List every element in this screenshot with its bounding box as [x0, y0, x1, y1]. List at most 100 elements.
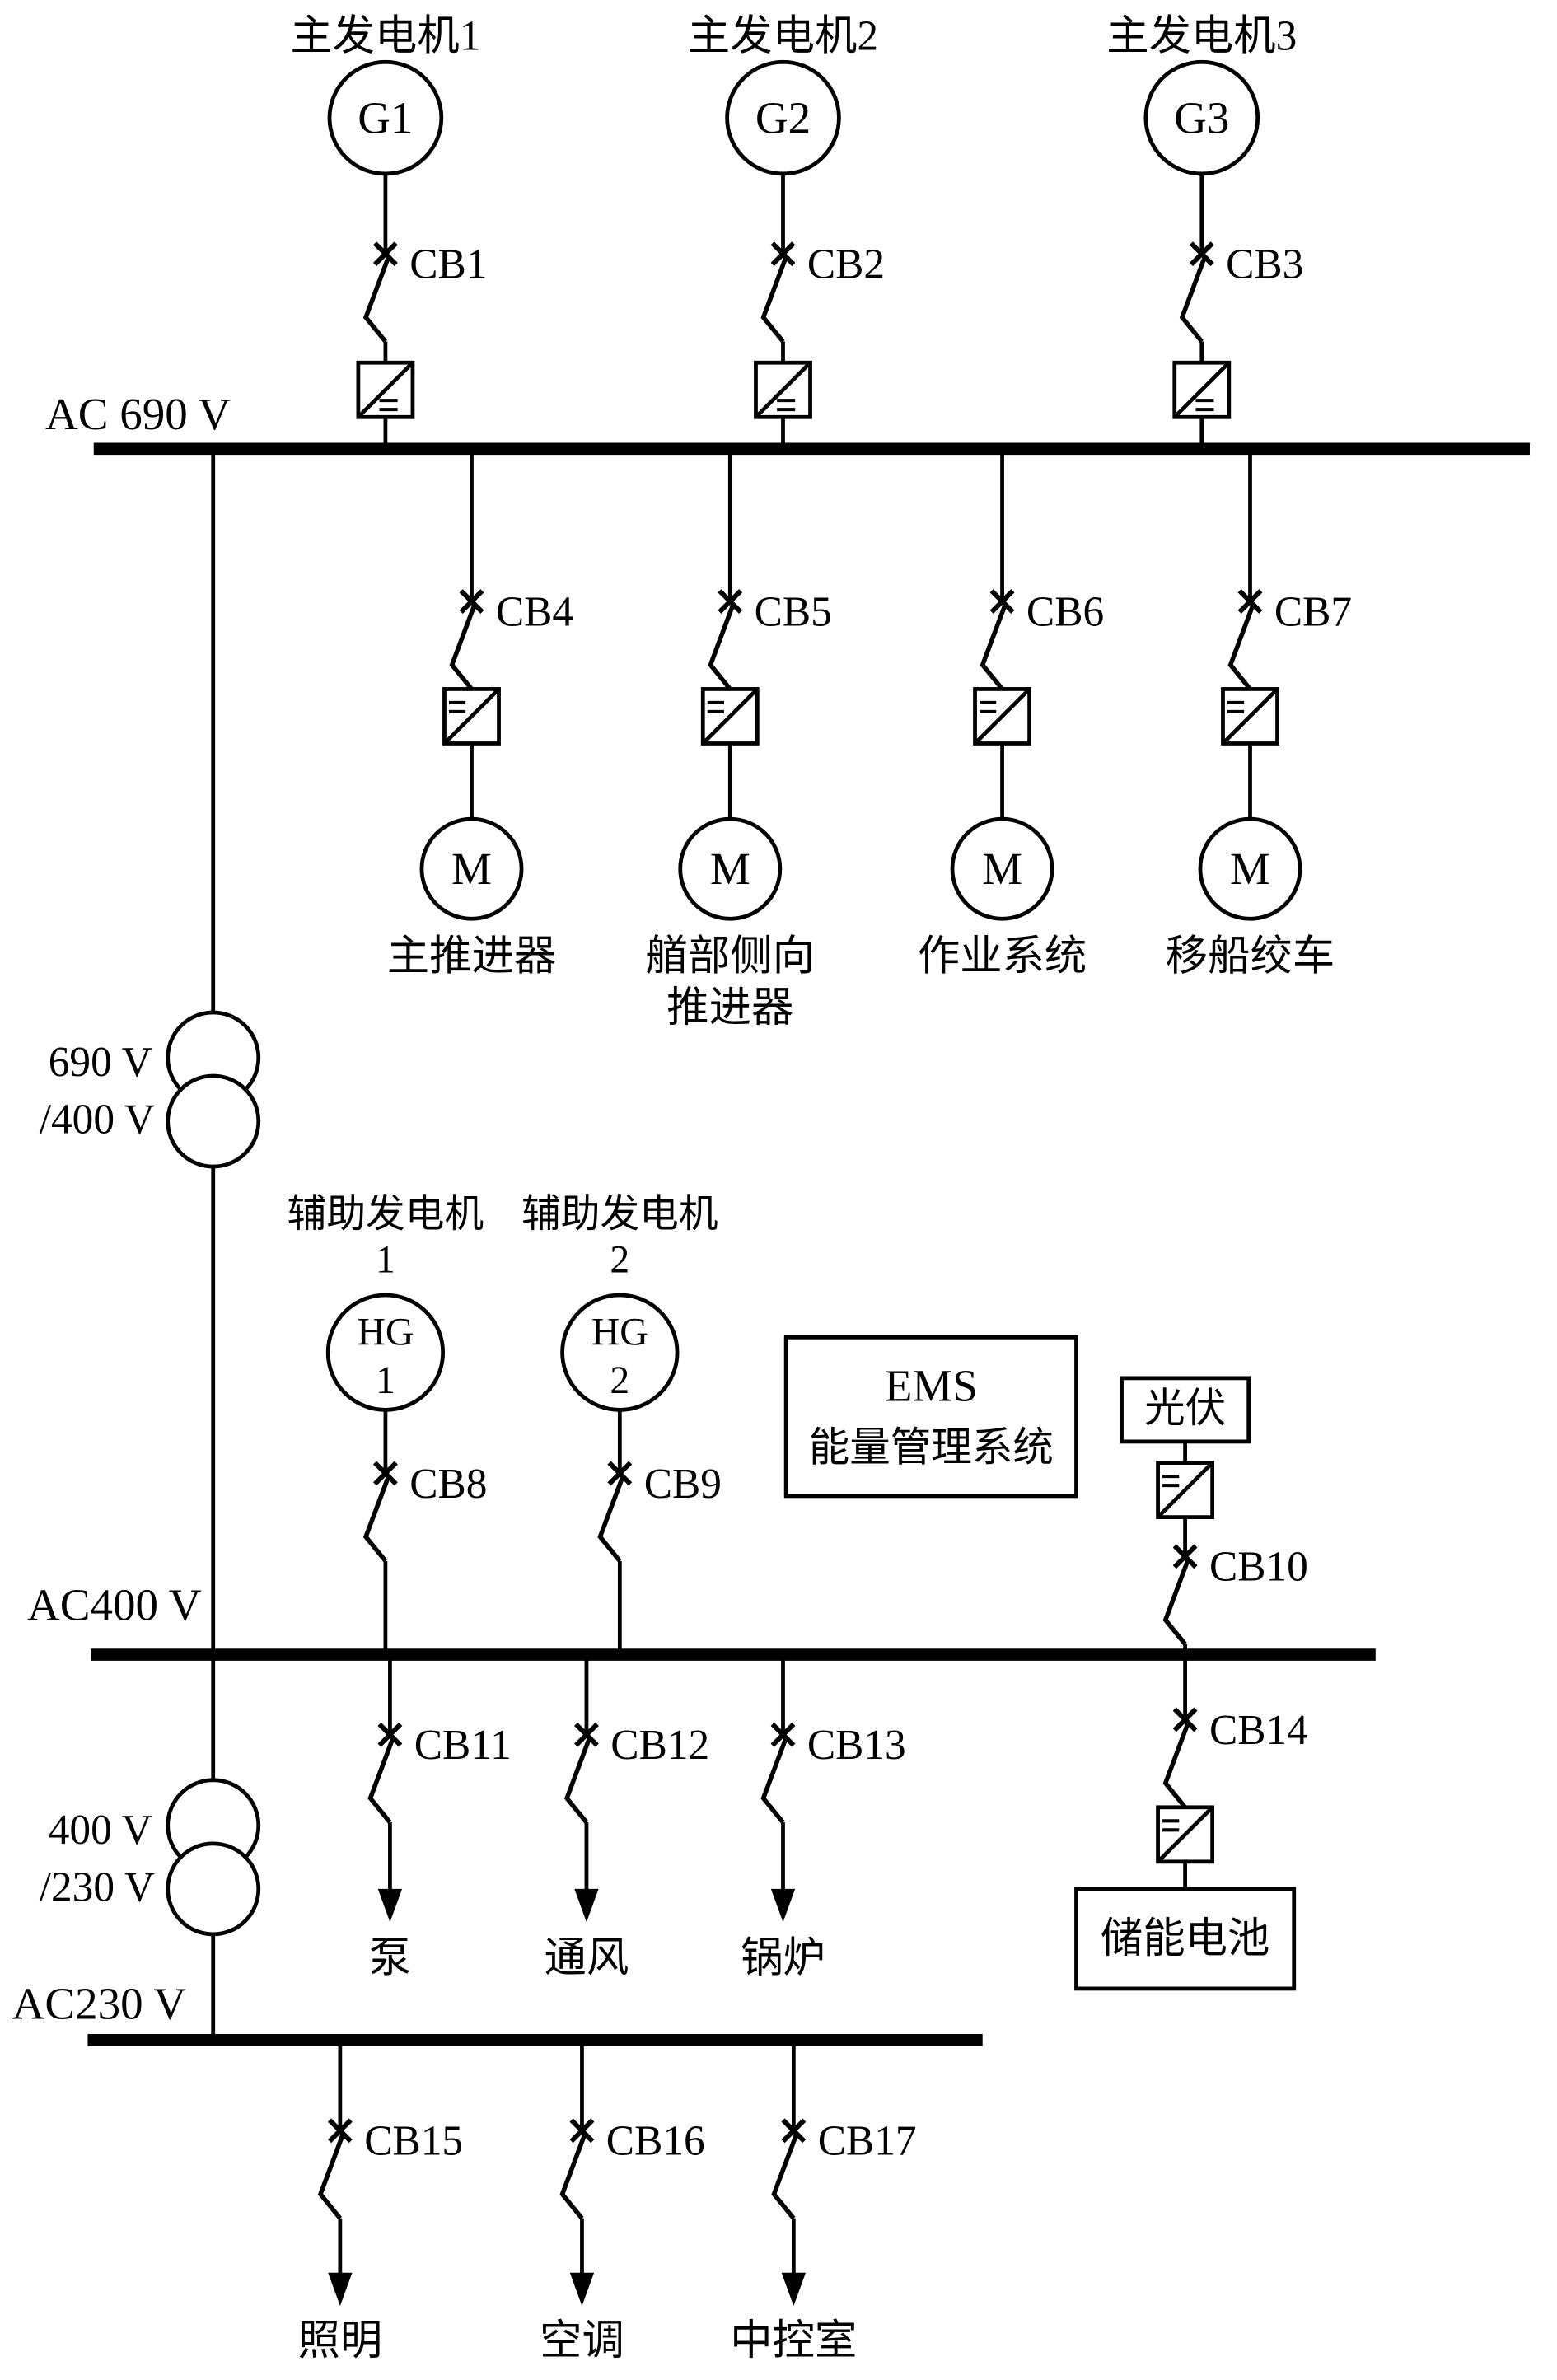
generator-circle-g1 — [327, 59, 444, 176]
connector-wires — [211, 173, 1252, 2276]
breaker-contact-icon — [574, 1722, 599, 1747]
load-label-control-room: 中控室 — [730, 2317, 857, 2364]
load-label-operation-system: 作业系统 — [918, 933, 1087, 980]
breaker-blade — [317, 2133, 346, 2220]
breaker-cb2-label: CB2 — [807, 241, 885, 288]
ems-rect — [783, 1335, 1078, 1499]
generator-circle-g2 — [725, 59, 841, 176]
breaker-cb15-label: CB15 — [364, 2118, 463, 2165]
pv-branch: 光伏 — [1120, 1376, 1251, 1520]
aux-generator-2-name-1: 辅助发电机 — [521, 1192, 718, 1236]
generator-symbol-g3: G3 — [1174, 92, 1229, 143]
motor-circle — [419, 816, 524, 921]
breaker-blade — [980, 603, 1008, 691]
load-arrow-icon — [770, 1888, 796, 1923]
breaker-cb16-label: CB16 — [606, 2118, 705, 2165]
breaker-cb14: CB14 — [1162, 1707, 1308, 1809]
breaker-contact-icon — [1172, 1544, 1198, 1569]
breaker-cb10-label: CB10 — [1209, 1544, 1308, 1591]
transformer-winding — [166, 1073, 261, 1169]
breaker-cb16: CB16 空调 — [540, 2118, 705, 2364]
breaker-cb9: CB9 — [597, 1461, 722, 1563]
breaker-blade — [362, 255, 391, 344]
breaker-blade — [1179, 255, 1208, 344]
motor-symbol: M — [710, 844, 750, 894]
breaker-cb13-label: CB13 — [807, 1722, 906, 1769]
breaker-cb3: CB3 — [1179, 241, 1303, 344]
breaker-contact-icon — [1172, 1707, 1198, 1732]
transformer-690-400-label-1: 690 V — [49, 1039, 152, 1086]
converter-diagonal — [1156, 1806, 1214, 1863]
converter-diagonal — [973, 687, 1031, 746]
breaker-blade — [1162, 1559, 1190, 1646]
breaker-contact-icon — [607, 1461, 633, 1486]
load-label-main-thruster: 主推进器 — [387, 933, 556, 980]
load-label-bow-thruster-1: 艏部侧向 — [646, 933, 815, 980]
ems-box: EMS 能量管理系统 — [783, 1335, 1078, 1499]
breaker-contact-icon — [1237, 589, 1263, 614]
breaker-cb6-label: CB6 — [1026, 588, 1104, 635]
breaker-cb5: CB5 — [708, 588, 832, 691]
load-label-pump: 泵 — [369, 1935, 411, 1982]
generator-symbol-hg2-2: 2 — [610, 1358, 629, 1402]
transformer-690-400-label-2: /400 V — [40, 1096, 155, 1143]
motor-operation-system: M 作业系统 — [918, 816, 1087, 980]
converter-feeder-2 — [700, 687, 760, 746]
breaker-cb4-label: CB4 — [496, 588, 573, 635]
breaker-cb9-label: CB9 — [644, 1461, 722, 1508]
generator-circle-g3 — [1143, 59, 1260, 176]
bus-690v-label: AC 690 V — [45, 389, 231, 439]
breaker-blade — [708, 603, 736, 691]
breaker-contact-icon — [989, 589, 1015, 614]
motor-circle — [950, 816, 1054, 921]
breaker-cb6: CB6 — [980, 588, 1104, 691]
breaker-contact-icon — [770, 241, 796, 267]
breaker-contact-icon — [459, 589, 484, 614]
aux-generator-1: 辅助发电机 1 HG 1 — [288, 1192, 484, 1412]
breaker-cb1-label: CB1 — [409, 241, 487, 288]
breaker-cb15: CB15 照明 — [297, 2118, 463, 2364]
aux-generator-2: 辅助发电机 2 HG 2 — [521, 1192, 718, 1412]
aux-generator-1-name-2: 1 — [376, 1237, 395, 1281]
converter-g1 — [356, 360, 415, 419]
bus-400v-label: AC400 V — [27, 1579, 202, 1630]
motor-symbol: M — [1230, 844, 1270, 894]
converter-feeder-3 — [973, 687, 1031, 746]
main-generator-1: 主发电机1 G1 — [290, 13, 480, 176]
load-label-boiler: 锅炉 — [741, 1935, 825, 1982]
breaker-cb7: CB7 — [1227, 588, 1352, 691]
bus-230v-label: AC230 V — [12, 1979, 187, 2029]
breaker-blade — [563, 1737, 592, 1824]
breaker-cb3-label: CB3 — [1226, 241, 1303, 288]
main-generator-2: 主发电机2 G2 — [688, 13, 878, 176]
breaker-contact-icon — [377, 1722, 403, 1747]
main-generator-3-name: 主发电机3 — [1106, 13, 1297, 60]
breaker-contact-icon — [569, 2118, 595, 2144]
aux-generator-1-name-1: 辅助发电机 — [288, 1192, 484, 1236]
converter-diagonal — [442, 687, 501, 746]
breaker-blade — [1162, 1722, 1190, 1809]
pv-label: 光伏 — [1144, 1386, 1226, 1431]
breaker-cb11: CB11 泵 — [367, 1722, 512, 1982]
breaker-cb8-label: CB8 — [409, 1461, 487, 1508]
breaker-cb17-label: CB17 — [818, 2118, 917, 2165]
motor-bow-thruster: M 艏部侧向 推进器 — [646, 816, 815, 1031]
breaker-contact-icon — [770, 1722, 796, 1747]
load-label-lighting: 照明 — [297, 2317, 382, 2364]
main-generator-2-name: 主发电机2 — [688, 13, 878, 60]
load-arrow-icon — [569, 2272, 595, 2307]
motor-symbol: M — [451, 844, 492, 894]
breaker-cb8: CB8 — [362, 1461, 487, 1563]
breaker-cb11-label: CB11 — [414, 1722, 512, 1769]
battery-branch: 储能电池 — [1074, 1805, 1297, 1991]
breaker-contact-icon — [1189, 241, 1214, 267]
aux-generator-2-name-2: 2 — [610, 1237, 629, 1281]
breaker-blade — [1227, 603, 1255, 691]
generator-symbol-g1: G1 — [358, 92, 413, 143]
load-arrow-icon — [328, 2272, 353, 2307]
transformer-400-230-label-1: 400 V — [49, 1807, 152, 1854]
motor-circle — [1198, 816, 1302, 921]
breaker-cb12: CB12 通风 — [545, 1722, 710, 1982]
converter-g2 — [754, 360, 812, 419]
